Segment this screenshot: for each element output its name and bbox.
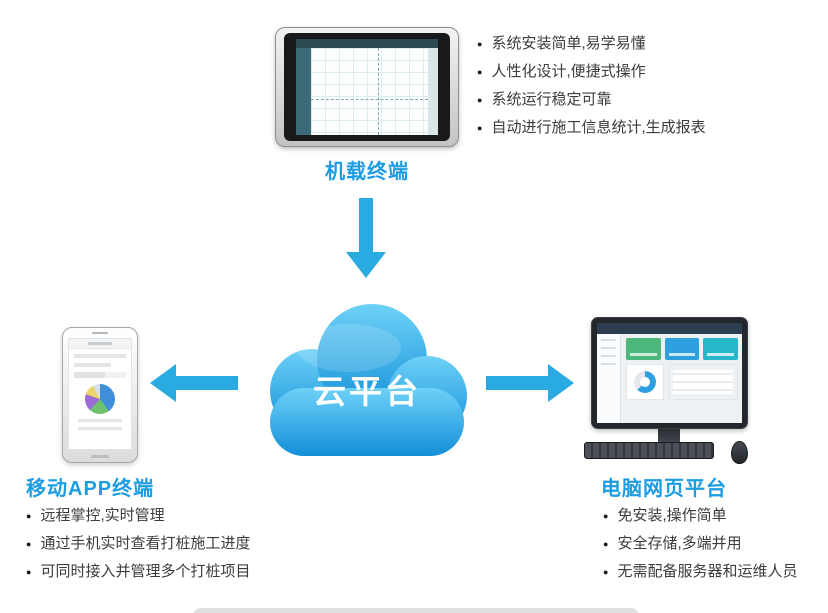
arrow-down-icon	[346, 198, 386, 278]
arrow-head	[346, 252, 386, 278]
pc-label: 电脑网页平台	[601, 478, 727, 500]
phone-legend-line	[78, 427, 122, 430]
feature-item: ● 系统安装简单,易学易懂	[477, 34, 706, 54]
dashboard-kpi-tiles	[626, 338, 739, 360]
cloud-shape	[270, 304, 467, 456]
kpi-tile	[703, 338, 739, 360]
feature-text: 人性化设计,便捷式操作	[491, 63, 646, 80]
feature-text: 系统安装简单,易学易懂	[491, 35, 646, 52]
phone-legend-line	[78, 419, 122, 422]
arrow-shaft	[176, 376, 238, 390]
sidebar-line	[601, 363, 616, 365]
sidebar-line	[601, 355, 616, 357]
dashboard-content	[622, 334, 742, 423]
cloud-label: 云平台	[313, 373, 421, 410]
bullet-icon: ●	[26, 511, 32, 521]
bullet-icon: ●	[477, 95, 483, 105]
mouse	[731, 441, 748, 464]
arrow-right-icon	[486, 364, 574, 402]
feature-text: 远程掌控,实时管理	[40, 507, 165, 524]
phone-label: 移动APP终端	[26, 478, 155, 500]
phone-pie-chart	[85, 384, 115, 414]
sidebar-line	[601, 339, 616, 341]
tablet-screen	[296, 39, 438, 135]
feature-text: 自动进行施工信息统计,生成报表	[491, 119, 706, 136]
feature-text: 系统运行稳定可靠	[491, 91, 612, 108]
arrow-left-icon	[150, 364, 238, 402]
dashboard-navbar	[597, 323, 742, 334]
phone-text-line	[74, 354, 126, 358]
tablet-app-sidebar	[296, 48, 311, 135]
feature-item: ● 人性化设计,便捷式操作	[477, 62, 706, 82]
bullet-icon: ●	[603, 539, 609, 549]
tablet-chart-area	[311, 48, 428, 135]
donut-chart	[634, 371, 656, 393]
feature-item: ● 无需配备服务器和运维人员	[603, 562, 797, 582]
phone-progress-bar	[74, 372, 126, 378]
tablet-label: 机载终端	[325, 161, 409, 183]
pc-feature-list: ● 免安装,操作简单 ● 安全存储,多端并用 ● 无需配备服务器和运维人员	[603, 506, 797, 590]
feature-item: ● 免安装,操作简单	[603, 506, 797, 526]
bullet-icon: ●	[603, 567, 609, 577]
phone-home-button	[91, 455, 109, 458]
tablet-bezel	[284, 33, 450, 141]
tablet-chart-crosshair-v	[378, 48, 380, 135]
feature-item: ● 通过手机实时查看打桩施工进度	[26, 534, 250, 554]
donut-hole	[640, 377, 650, 387]
cropped-bottom-element	[193, 608, 639, 613]
arrow-shaft	[359, 198, 373, 252]
arrow-shaft	[486, 376, 548, 390]
phone-feature-list: ● 远程掌控,实时管理 ● 通过手机实时查看打桩施工进度 ● 可同时接入并管理多…	[26, 506, 250, 590]
kpi-tile	[664, 338, 700, 360]
phone-device	[62, 327, 138, 463]
feature-item: ● 系统运行稳定可靠	[477, 90, 706, 110]
feature-item: ● 安全存储,多端并用	[603, 534, 797, 554]
tablet-chart-crosshair-h	[311, 98, 428, 100]
phone-speaker	[92, 332, 108, 334]
feature-item: ● 远程掌控,实时管理	[26, 506, 250, 526]
phone-app-title-bar	[88, 342, 112, 345]
kpi-tile	[626, 338, 661, 360]
tablet-app-toolbar	[296, 39, 438, 48]
feature-text: 无需配备服务器和运维人员	[617, 563, 798, 580]
bullet-icon: ●	[477, 123, 483, 133]
feature-text: 可同时接入并管理多个打桩项目	[40, 563, 251, 580]
sidebar-line	[601, 347, 616, 349]
monitor-device	[591, 317, 748, 429]
dashboard-donut-card	[626, 364, 664, 400]
bullet-icon: ●	[26, 539, 32, 549]
dashboard-table	[668, 364, 738, 400]
feature-text: 免安装,操作简单	[617, 507, 727, 524]
monitor-screen	[597, 323, 742, 423]
feature-item: ● 可同时接入并管理多个打桩项目	[26, 562, 250, 582]
bullet-icon: ●	[477, 67, 483, 77]
feature-item: ● 自动进行施工信息统计,生成报表	[477, 118, 706, 138]
tablet-app-panel	[428, 48, 438, 135]
feature-text: 安全存储,多端并用	[617, 535, 742, 552]
arrow-head	[150, 364, 176, 402]
phone-app-header	[69, 339, 131, 349]
bullet-icon: ●	[477, 39, 483, 49]
bullet-icon: ●	[603, 511, 609, 521]
phone-screen	[68, 338, 132, 450]
feature-text: 通过手机实时查看打桩施工进度	[40, 535, 251, 552]
arrow-head	[548, 364, 574, 402]
tablet-device	[275, 27, 459, 147]
bullet-icon: ●	[26, 567, 32, 577]
phone-text-line	[74, 363, 112, 367]
keyboard	[584, 442, 714, 459]
tablet-feature-list: ● 系统安装简单,易学易懂 ● 人性化设计,便捷式操作 ● 系统运行稳定可靠 ●…	[477, 34, 706, 146]
dashboard-sidebar	[597, 334, 621, 423]
